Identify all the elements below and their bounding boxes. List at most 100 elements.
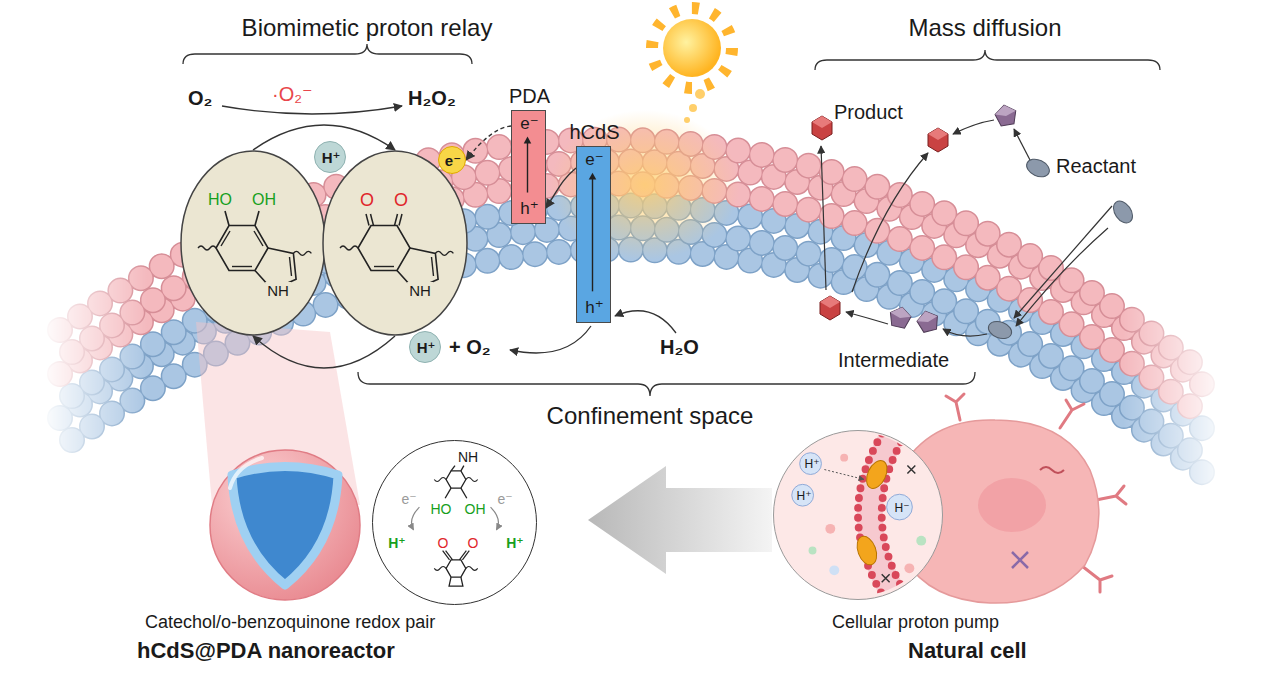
cell-illustration	[946, 394, 964, 420]
cell-illustration	[1040, 467, 1064, 473]
node-text: O	[468, 535, 479, 552]
diffusion-arrow	[821, 120, 1112, 336]
diffusion-arrow	[1016, 228, 1108, 326]
pda-band-art	[526, 142, 527, 192]
quinone-structure-art	[435, 251, 453, 255]
sun-icon	[684, 117, 690, 123]
product-molecule	[928, 128, 948, 140]
pda-band-art	[523, 136, 531, 143]
node-text: hCdS	[569, 120, 619, 144]
bracket	[358, 372, 975, 396]
annotation-label: H₂O	[660, 335, 699, 359]
cell-illustration	[1096, 486, 1126, 504]
redox-pair-inset-art	[451, 465, 455, 470]
proton-pump-inset: H⁺ H⁺ H⁻	[773, 430, 943, 600]
node-text: H⁺	[805, 457, 820, 471]
catechol-structure: HOOHNH	[180, 150, 326, 336]
redox-pair-inset-art	[465, 477, 477, 481]
redox-pair-inset-art	[462, 550, 469, 559]
catechol-structure-art	[216, 226, 268, 271]
redox-pair-inset-art	[449, 577, 463, 586]
sun-icon	[652, 8, 732, 88]
product-molecule	[812, 116, 832, 128]
proton-pump-inset-art	[907, 465, 915, 473]
redox-pair-inset-art	[446, 559, 466, 576]
sun-icon	[663, 19, 721, 77]
node-text: e⁻	[445, 152, 461, 170]
node-text: PDA	[509, 84, 550, 108]
annotation-label: Confinement space	[547, 402, 754, 431]
reaction-arrow	[222, 106, 402, 114]
nanoreactor-sphere	[230, 458, 262, 488]
annotation-label: Product	[834, 100, 903, 124]
intermediate-molecule	[915, 309, 940, 333]
diffusion-arrow	[821, 146, 826, 290]
node-text: NH	[407, 282, 433, 300]
catechol-structure-art	[254, 231, 263, 246]
intermediate-molecule	[888, 305, 913, 329]
redox-pair-inset-art	[445, 550, 452, 559]
annotation-label: Biomimetic proton relay	[242, 14, 493, 43]
intermediate-molecule	[994, 103, 1018, 126]
diffusion-arrow	[846, 312, 888, 324]
redox-pair-inset-art	[445, 488, 451, 498]
quinone-structure-art	[399, 214, 402, 226]
node-text: H⁻	[895, 501, 910, 515]
product-molecule	[820, 296, 840, 320]
node-text: e⁻	[585, 150, 603, 170]
electron-bubble: e⁻	[438, 146, 466, 174]
cds-band-art	[576, 146, 609, 321]
redox-pair-inset-art	[372, 440, 535, 603]
product-molecule	[820, 296, 840, 308]
node-text: NH	[458, 449, 478, 466]
intermediate-molecule	[888, 103, 1018, 333]
intermediate-molecule	[915, 309, 938, 325]
node-text: h⁺	[520, 199, 538, 219]
proton-pump-inset-art	[824, 469, 864, 479]
node-text: OH	[465, 501, 486, 518]
redox-pair-inset-art	[434, 566, 446, 570]
product-molecule	[812, 116, 948, 320]
diffusion-arrow	[852, 153, 928, 292]
sun-icon	[689, 104, 697, 112]
intermediate-molecule	[915, 309, 940, 333]
node-text: e⁻	[520, 114, 538, 134]
annotation-label: Intermediate	[838, 348, 949, 372]
nanoreactor-sphere	[232, 467, 338, 586]
proton-pump-inset-art	[799, 452, 821, 474]
quinone-structure-art	[374, 266, 394, 267]
catechol-structure-art	[221, 231, 230, 246]
node-text: HO	[208, 190, 232, 209]
node-text: e⁻	[497, 491, 512, 508]
redox-pair-inset-art	[460, 488, 466, 498]
annotation-label: Cellular proton pump	[832, 612, 999, 634]
quinone-structure-art	[323, 151, 467, 335]
catechol-structure-art	[181, 151, 325, 335]
reaction-connector	[546, 168, 576, 208]
reactant-molecule	[986, 156, 1136, 342]
analogy-arrow	[588, 466, 772, 574]
annotation-label: Catechol/o-benzoquinone redox pair	[145, 612, 435, 634]
node-text: O	[394, 190, 408, 212]
quinone-structure-art	[395, 214, 398, 226]
annotation-label: Reactant	[1056, 154, 1136, 178]
node-text: NH	[265, 282, 291, 300]
node-text: h⁺	[585, 298, 603, 318]
diffusion-arrow	[1014, 206, 1112, 318]
reaction-arrow	[510, 326, 591, 353]
proton-pump-inset-art	[904, 563, 914, 573]
proton-pump-inset-art	[881, 574, 889, 582]
intermediate-molecule	[890, 305, 913, 320]
bracket	[815, 50, 1160, 70]
catechol-structure-art	[290, 257, 292, 276]
product-molecule	[812, 116, 832, 140]
node-text: O	[360, 190, 374, 212]
node-text: H⁺	[797, 489, 812, 503]
diffusion-arrow	[953, 120, 994, 134]
redox-pair-inset: NHe⁻HOOHe⁻H⁺OOH⁺	[372, 440, 537, 605]
annotation-label: ·O₂⁻	[272, 82, 313, 106]
node-text: H⁺	[322, 149, 341, 167]
redox-pair-inset-art	[460, 465, 463, 470]
proton-pump-inset-art	[773, 430, 941, 598]
